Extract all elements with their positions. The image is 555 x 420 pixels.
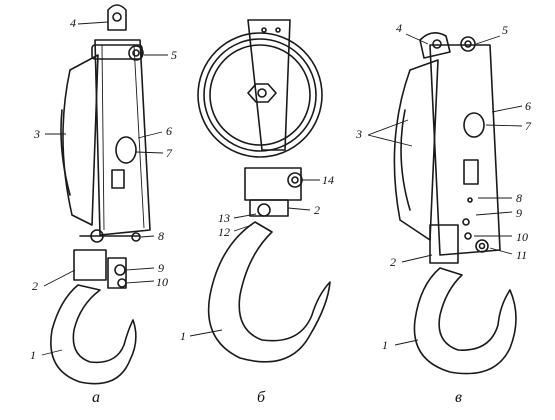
label-a-1: 1 (30, 348, 36, 362)
label-c-11: 11 (516, 248, 528, 262)
caption-c: в (455, 389, 462, 406)
center-nut-b (247, 83, 277, 103)
label-c-10: 10 (516, 230, 528, 244)
hook-b (207, 221, 331, 363)
label-c-1: 1 (382, 338, 388, 352)
label-a-4: 4 (70, 16, 76, 30)
block-view-c (393, 32, 517, 375)
label-c-2: 2 (390, 255, 396, 269)
label-c-7: 7 (525, 119, 531, 133)
swivel-c (429, 224, 489, 264)
label-a-6: 6 (166, 124, 172, 138)
label-a-3: 3 (34, 127, 40, 141)
cheek-plate-a (94, 39, 151, 236)
label-a-5: 5 (171, 48, 177, 62)
cheek-plate-c (429, 44, 501, 256)
axle-bolt-a (91, 44, 144, 61)
label-b-1: 1 (180, 329, 186, 343)
bottom-bolt-a (79, 229, 141, 243)
block-view-b (197, 19, 331, 363)
hook-a (50, 284, 137, 385)
sheave-disc-b (197, 32, 323, 158)
label-b-2: 2 (314, 203, 320, 217)
label-c-3: 3 (356, 127, 362, 141)
label-b-12: 12 (218, 225, 230, 239)
label-a-9: 9 (158, 261, 164, 275)
label-c-8: 8 (516, 191, 522, 205)
swivel-a (73, 249, 127, 289)
sheave-c (393, 59, 439, 241)
label-c-4: 4 (396, 21, 402, 35)
top-eye-a (107, 4, 127, 31)
top-eye-c (419, 32, 451, 59)
axle-bolt-c (460, 36, 476, 52)
block-view-a (50, 4, 151, 385)
leader-lines (41, 21, 523, 356)
caption-b: б (257, 389, 266, 406)
label-c-6: 6 (525, 99, 531, 113)
hook-c (413, 267, 517, 375)
label-c-9: 9 (516, 206, 522, 220)
label-a-7: 7 (166, 146, 172, 160)
label-a-2: 2 (32, 279, 38, 293)
caption-a: а (92, 389, 100, 406)
label-b-14: 14 (322, 173, 334, 187)
label-a-8: 8 (158, 229, 164, 243)
strap-b (247, 19, 291, 151)
sheave-a (60, 54, 99, 226)
label-c-5: 5 (502, 23, 508, 37)
label-b-13: 13 (218, 211, 230, 225)
label-a-10: 10 (156, 275, 168, 289)
